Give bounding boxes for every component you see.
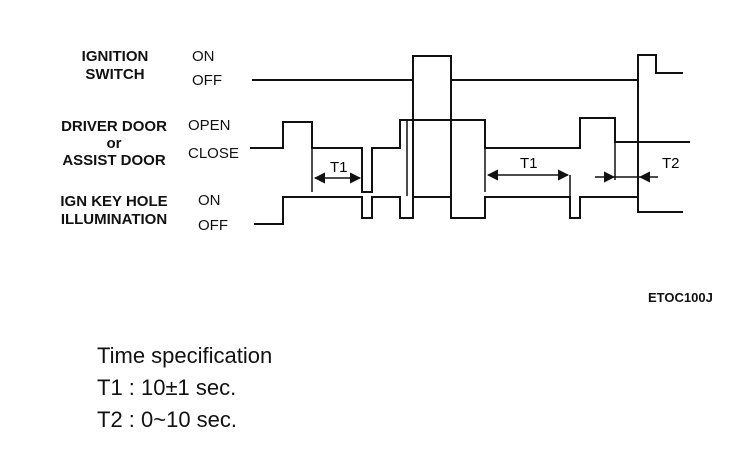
door-label: DRIVER DOOR or ASSIST DOOR <box>42 118 186 170</box>
ignition-on-state: ON <box>192 48 215 65</box>
ignition-label-line2: SWITCH <box>85 66 145 83</box>
door-label-line2: or <box>106 135 122 152</box>
illumination-waveform <box>254 196 683 225</box>
spec-t1: T1 : 10±1 sec. <box>97 375 237 400</box>
spec-t2: T2 : 0~10 sec. <box>97 407 238 432</box>
door-label-line1: DRIVER DOOR <box>61 118 167 135</box>
illumination-label-line1: IGN KEY HOLE <box>60 193 168 210</box>
t2-label: T2 <box>662 155 680 172</box>
illumination-label: IGN KEY HOLE ILLUMINATION <box>44 193 184 229</box>
door-label-line3: ASSIST DOOR <box>62 152 166 169</box>
door-close-state: CLOSE <box>188 145 239 162</box>
illumination-off-state: OFF <box>198 217 228 234</box>
t1-first-label: T1 <box>330 159 348 176</box>
ignition-switch-label: IGNITION SWITCH <box>60 48 170 84</box>
figure-code: ETOC100J <box>648 290 713 305</box>
spec-title: Time specification <box>97 343 273 368</box>
t1-second-label: T1 <box>520 155 538 172</box>
door-open-state: OPEN <box>188 117 231 134</box>
ignition-label-line1: IGNITION <box>81 48 149 65</box>
ignition-waveform <box>252 54 683 81</box>
illumination-label-line2: ILLUMINATION <box>60 211 168 228</box>
illumination-on-state: ON <box>198 192 221 209</box>
ignition-off-state: OFF <box>192 72 222 89</box>
door-waveform <box>250 117 690 193</box>
